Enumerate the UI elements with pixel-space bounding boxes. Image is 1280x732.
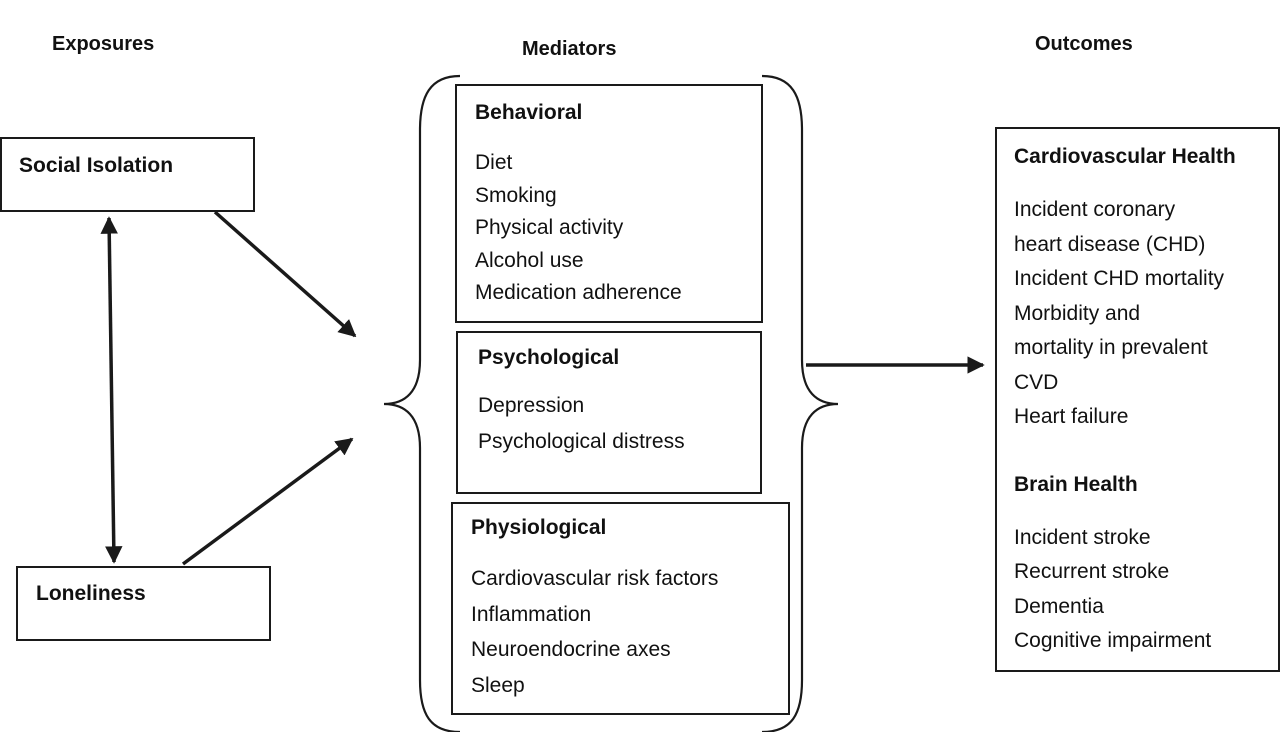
left-brace (383, 74, 461, 732)
psychological-item-distress: Psychological distress (478, 430, 685, 453)
brain-item-incident-stroke: Incident stroke (1014, 525, 1151, 549)
cv-item-morbidity: Morbidity and (1014, 301, 1141, 325)
behavioral-item-alcohol-use: Alcohol use (475, 248, 584, 272)
behavioral-box: Behavioral Diet Smoking Physical activit… (455, 84, 763, 323)
physiological-item-neuroendocrine: Neuroendocrine axes (471, 638, 671, 661)
behavioral-list: Diet Smoking Physical activity Alcohol u… (475, 147, 761, 310)
exposures-heading: Exposures (52, 33, 155, 55)
cv-item-incident-coronary: Incident coronary (1014, 198, 1176, 221)
cardiovascular-health-title: Cardiovascular Health (1014, 145, 1236, 168)
behavioral-item-smoking: Smoking (475, 183, 557, 207)
psychological-box: Psychological Depression Psychological d… (456, 331, 762, 494)
physiological-item-sleep: Sleep (471, 673, 525, 697)
exposures-bidirectional-arrow (100, 216, 123, 564)
brain-item-recurrent-stroke: Recurrent stroke (1014, 560, 1170, 583)
psychological-item-depression: Depression (478, 394, 585, 417)
cv-item-heart-disease-chd: heart disease (CHD) (1014, 232, 1206, 256)
brain-list: Incident stroke Recurrent stroke Dementi… (1014, 521, 1278, 659)
cv-item-mortality-prevalent: mortality in prevalent (1014, 336, 1208, 359)
physiological-box: Physiological Cardiovascular risk factor… (451, 502, 790, 715)
outcomes-box: Cardiovascular Health Incident coronary … (995, 127, 1280, 672)
cv-item-cvd: CVD (1014, 370, 1059, 394)
social-isolation-to-mediators-arrow (213, 210, 357, 338)
behavioral-item-diet: Diet (475, 151, 513, 174)
brain-item-dementia: Dementia (1014, 594, 1104, 618)
behavioral-title: Behavioral (475, 101, 583, 124)
social-isolation-box: Social Isolation (0, 137, 255, 212)
loneliness-label: Loneliness (36, 582, 146, 605)
behavioral-item-physical-activity: Physical activity (475, 216, 624, 239)
loneliness-box: Loneliness (16, 566, 271, 641)
brain-item-cognitive-impairment: Cognitive impairment (1014, 629, 1212, 652)
brain-health-title: Brain Health (1014, 472, 1138, 496)
behavioral-item-medication-adherence: Medication adherence (475, 281, 682, 304)
physiological-item-inflammation: Inflammation (471, 602, 592, 626)
social-isolation-label: Social Isolation (19, 154, 174, 177)
cardiovascular-list: Incident coronary heart disease (CHD) In… (1014, 193, 1278, 435)
loneliness-to-mediators-arrow (181, 437, 354, 566)
mediators-heading: Mediators (522, 38, 617, 60)
psychological-list: Depression Psychological distress (478, 388, 760, 460)
cv-item-heart-failure: Heart failure (1014, 405, 1129, 428)
psychological-title: Psychological (478, 346, 620, 369)
physiological-item-risk-factors: Cardiovascular risk factors (471, 567, 719, 590)
physiological-list: Cardiovascular risk factors Inflammation… (471, 561, 788, 703)
cv-item-chd-mortality: Incident CHD mortality (1014, 267, 1225, 290)
physiological-title: Physiological (471, 516, 607, 539)
outcomes-heading: Outcomes (1035, 33, 1133, 55)
